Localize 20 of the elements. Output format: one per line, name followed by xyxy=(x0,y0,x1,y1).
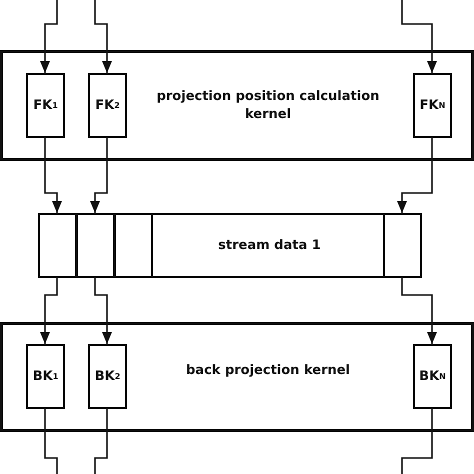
arrow xyxy=(397,138,433,213)
arrow xyxy=(90,138,108,213)
arrow xyxy=(94,278,112,344)
arrow xyxy=(40,0,58,73)
buffer-cell xyxy=(76,213,115,278)
kernel-title: projection position calculation kernel xyxy=(156,88,380,124)
kernel-title: back projection kernel xyxy=(184,362,352,380)
kernel-panel xyxy=(0,50,474,161)
arrow xyxy=(40,278,58,344)
arrow xyxy=(44,138,62,213)
connector-line xyxy=(401,409,433,474)
connector-line xyxy=(44,409,58,474)
arrow xyxy=(94,0,112,73)
kernel-panel xyxy=(0,322,474,432)
connector-line xyxy=(94,409,108,474)
buffer-label: stream data 1 xyxy=(217,237,322,255)
arrow xyxy=(401,0,437,73)
data-buffer-bar xyxy=(38,213,422,278)
arrow xyxy=(401,278,437,344)
buffer-cell xyxy=(114,213,153,278)
